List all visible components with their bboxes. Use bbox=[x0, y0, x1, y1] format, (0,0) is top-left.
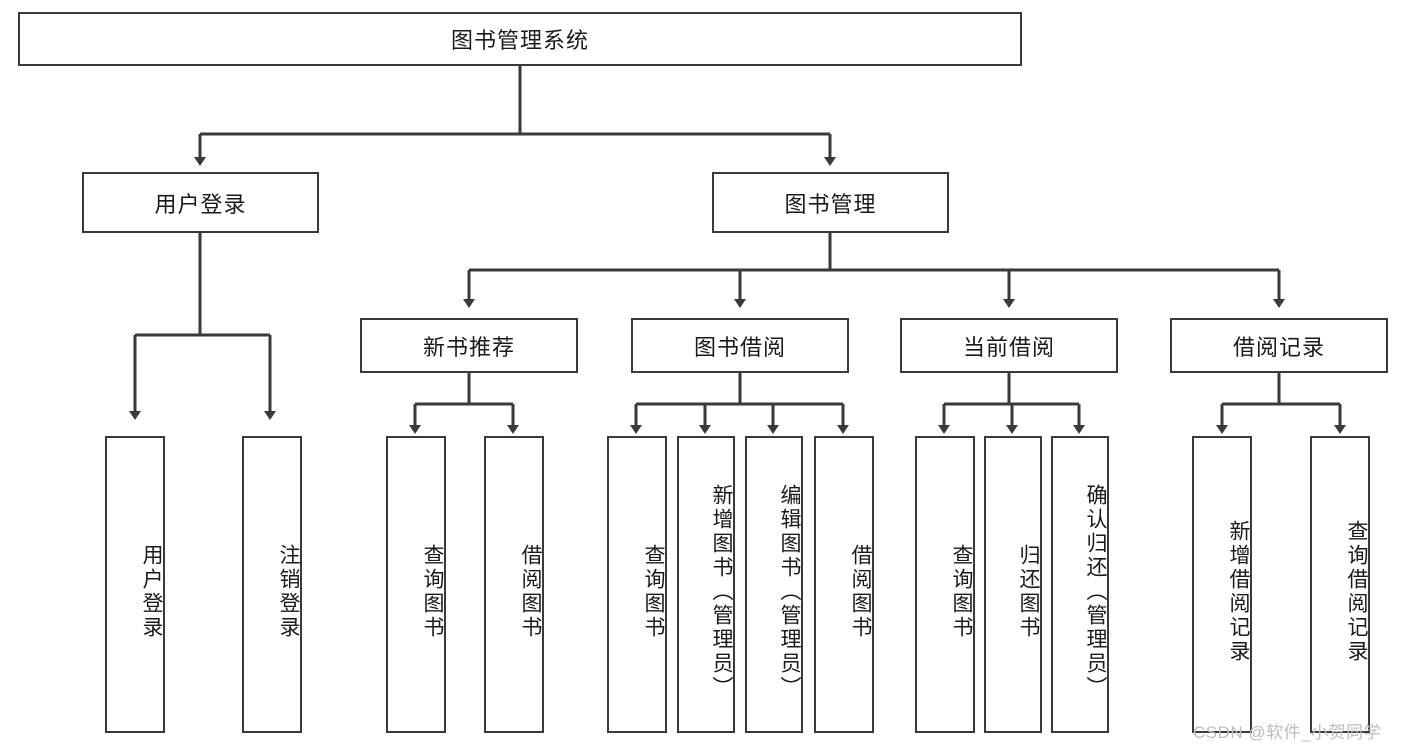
leaf-new-book-borrow[interactable]: 借阅图书 bbox=[484, 436, 544, 733]
leaf-current-query[interactable]: 查询图书 bbox=[915, 436, 975, 733]
watermark: CSDN @软件_小贺同学 bbox=[1193, 718, 1381, 743]
leaf-new-book-borrow-label: 借阅图书 bbox=[519, 543, 542, 640]
leaf-current-return-label: 归还图书 bbox=[1017, 543, 1040, 640]
node-book-management-label: 图书管理 bbox=[784, 191, 877, 217]
leaf-new-book-query[interactable]: 查询图书 bbox=[386, 436, 446, 733]
node-book-borrow-label: 图书借阅 bbox=[693, 334, 786, 360]
node-new-book-recommend-label: 新书推荐 bbox=[422, 334, 515, 360]
node-root[interactable]: 图书管理系统 bbox=[18, 12, 1022, 66]
leaf-borrow-edit-admin-label: 编辑图书（管理员） bbox=[778, 483, 801, 700]
leaf-current-confirm-admin-label: 确认归还（管理员） bbox=[1084, 483, 1107, 700]
leaf-current-confirm-admin[interactable]: 确认归还（管理员） bbox=[1051, 436, 1109, 733]
leaf-borrow-query[interactable]: 查询图书 bbox=[607, 436, 667, 733]
leaf-borrow-book-label: 借阅图书 bbox=[849, 543, 872, 640]
watermark-text: CSDN @软件_小贺同学 bbox=[1193, 723, 1382, 742]
leaf-borrow-add-admin-label: 新增图书（管理员） bbox=[710, 483, 733, 700]
node-root-label: 图书管理系统 bbox=[450, 28, 589, 53]
leaf-new-book-query-label: 查询图书 bbox=[421, 543, 444, 640]
node-borrow-records-label: 借阅记录 bbox=[1232, 334, 1325, 360]
leaf-record-query-label: 查询借阅记录 bbox=[1345, 519, 1368, 664]
leaf-record-add-label: 新增借阅记录 bbox=[1227, 519, 1250, 664]
leaf-record-query[interactable]: 查询借阅记录 bbox=[1310, 436, 1370, 733]
leaf-borrow-query-label: 查询图书 bbox=[642, 543, 665, 640]
node-user-login-label: 用户登录 bbox=[154, 191, 247, 217]
leaf-logout-label: 注销登录 bbox=[277, 543, 300, 640]
leaf-borrow-book[interactable]: 借阅图书 bbox=[814, 436, 874, 733]
leaf-current-return[interactable]: 归还图书 bbox=[984, 436, 1042, 733]
leaf-current-query-label: 查询图书 bbox=[950, 543, 973, 640]
node-borrow-records[interactable]: 借阅记录 bbox=[1170, 318, 1388, 373]
node-book-management[interactable]: 图书管理 bbox=[712, 172, 949, 233]
leaf-borrow-edit-admin[interactable]: 编辑图书（管理员） bbox=[745, 436, 803, 733]
leaf-user-login-label: 用户登录 bbox=[140, 543, 163, 640]
leaf-user-login[interactable]: 用户登录 bbox=[105, 436, 165, 733]
node-user-login[interactable]: 用户登录 bbox=[82, 172, 319, 233]
leaf-borrow-add-admin[interactable]: 新增图书（管理员） bbox=[677, 436, 735, 733]
leaf-record-add[interactable]: 新增借阅记录 bbox=[1192, 436, 1252, 733]
node-new-book-recommend[interactable]: 新书推荐 bbox=[360, 318, 578, 373]
node-book-borrow[interactable]: 图书借阅 bbox=[631, 318, 849, 373]
node-current-borrow[interactable]: 当前借阅 bbox=[900, 318, 1118, 373]
leaf-logout[interactable]: 注销登录 bbox=[242, 436, 302, 733]
node-current-borrow-label: 当前借阅 bbox=[962, 334, 1055, 360]
